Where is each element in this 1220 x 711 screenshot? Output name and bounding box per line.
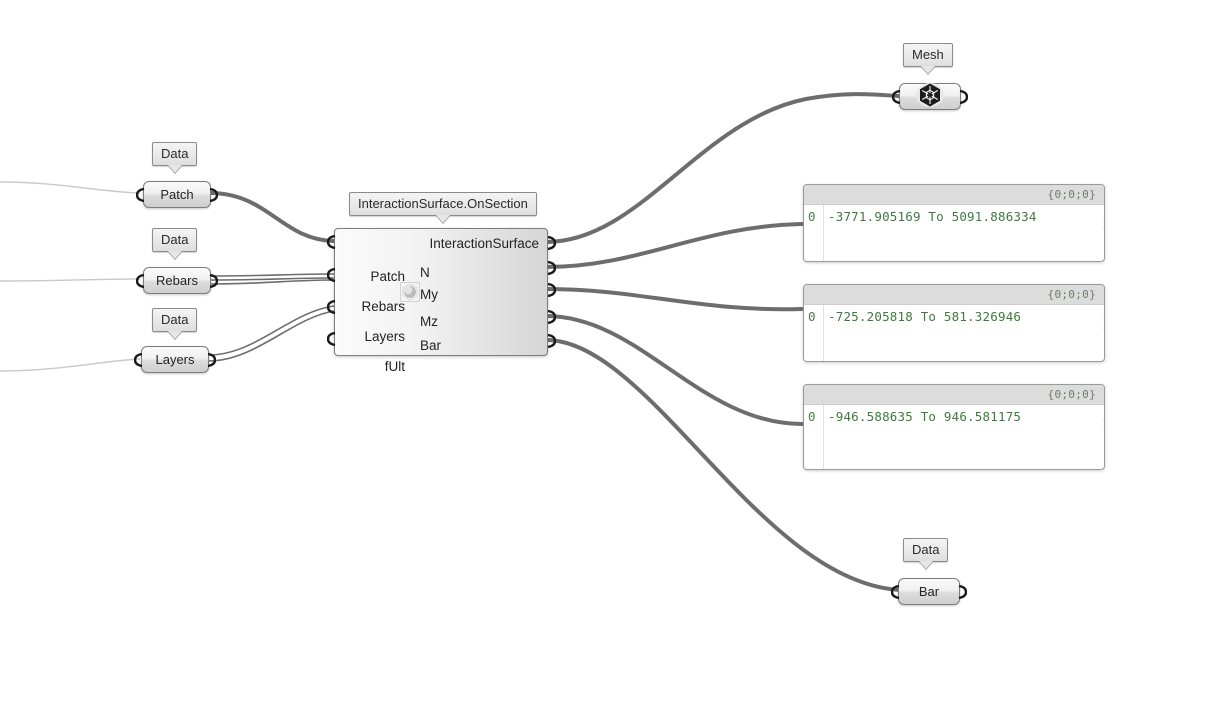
component-input-port-fult[interactable] xyxy=(326,331,336,347)
component-output-label-bar: Bar xyxy=(420,338,442,353)
output-panel-my[interactable]: {0;0;0} 0 -725.205818 To 581.326946 xyxy=(803,284,1105,362)
balloon-component-name: InteractionSurface.OnSection xyxy=(349,192,537,223)
component-input-port-patch[interactable] xyxy=(326,234,336,250)
panel-row-index: 0 xyxy=(808,209,816,224)
balloon-mesh: Mesh xyxy=(903,43,953,74)
component-name-label: InteractionSurface.OnSection xyxy=(358,196,528,211)
output-port-mesh[interactable] xyxy=(959,89,968,104)
input-port-panel-mz[interactable] xyxy=(804,418,805,432)
component-output-label-mz: Mz xyxy=(420,314,438,329)
mesh-hexagon-icon xyxy=(915,82,945,111)
component-interactionsurface-onsection[interactable]: Patch Rebars Layers fUlt InteractionSurf… xyxy=(326,228,557,373)
input-port-patch[interactable] xyxy=(136,187,145,202)
panel-row-text: -946.588635 To 946.581175 xyxy=(828,409,1022,424)
param-node-patch-label: Patch xyxy=(160,187,194,202)
component-input-port-layers[interactable] xyxy=(326,299,336,315)
component-input-label-rebars: Rebars xyxy=(361,299,405,314)
balloon-patch: Data xyxy=(152,142,198,173)
component-output-label-interactionsurface: InteractionSurface xyxy=(429,236,539,251)
output-port-rebars[interactable] xyxy=(209,273,218,288)
component-output-port-n[interactable] xyxy=(547,260,557,276)
balloon-tail-icon xyxy=(918,561,933,569)
balloon-rebars-label: Data xyxy=(161,232,189,247)
component-input-label-layers: Layers xyxy=(364,329,405,344)
output-port-patch[interactable] xyxy=(209,187,218,202)
input-port-rebars[interactable] xyxy=(136,273,145,288)
param-node-bar[interactable]: Bar xyxy=(891,578,967,605)
balloon-tail-icon xyxy=(167,331,182,339)
component-input-label-patch: Patch xyxy=(370,269,405,284)
input-port-bar[interactable] xyxy=(891,584,900,599)
balloon-tail-icon xyxy=(167,251,182,259)
balloon-layers-label: Data xyxy=(161,312,189,327)
input-port-mesh[interactable] xyxy=(892,89,901,104)
component-output-label-n: N xyxy=(420,265,430,280)
component-output-port-bar[interactable] xyxy=(547,333,557,349)
balloon-patch-label: Data xyxy=(161,146,189,161)
panel-body[interactable]: 0 -725.205818 To 581.326946 xyxy=(804,305,1104,361)
panel-row-index: 0 xyxy=(808,309,816,324)
param-node-layers-label: Layers xyxy=(155,352,195,367)
output-port-layers[interactable] xyxy=(207,352,216,367)
component-output-port-mz[interactable] xyxy=(547,309,557,325)
balloon-layers: Data xyxy=(152,308,198,339)
input-port-panel-my[interactable] xyxy=(804,316,805,330)
component-input-label-fult: fUlt xyxy=(384,359,405,374)
balloon-mesh-label: Mesh xyxy=(912,47,944,62)
balloon-tail-icon xyxy=(435,215,450,223)
panel-gutter xyxy=(804,305,824,361)
param-node-bar-label: Bar xyxy=(918,584,940,599)
balloon-tail-icon xyxy=(920,66,935,74)
panel-header: {0;0;0} xyxy=(804,285,1104,305)
panel-row-text: -3771.905169 To 5091.886334 xyxy=(828,209,1037,224)
panel-gutter xyxy=(804,205,824,261)
output-panel-mz[interactable]: {0;0;0} 0 -946.588635 To 946.581175 xyxy=(803,384,1105,470)
balloon-bar: Data xyxy=(903,538,949,569)
output-port-panel-my[interactable] xyxy=(1103,316,1104,330)
panel-gutter xyxy=(804,405,824,469)
output-port-panel-mz[interactable] xyxy=(1103,418,1104,432)
output-port-bar[interactable] xyxy=(958,584,967,599)
output-port-panel-n[interactable] xyxy=(1103,216,1104,230)
param-node-rebars[interactable]: Rebars xyxy=(136,267,218,294)
panel-header: {0;0;0} xyxy=(804,185,1104,205)
component-output-label-my: My xyxy=(420,287,438,302)
output-panel-n[interactable]: {0;0;0} 0 -3771.905169 To 5091.886334 xyxy=(803,184,1105,262)
input-port-layers[interactable] xyxy=(134,352,143,367)
param-node-layers[interactable]: Layers xyxy=(134,346,216,373)
panel-path-label: {0;0;0} xyxy=(1047,188,1096,201)
param-node-patch[interactable]: Patch xyxy=(136,181,218,208)
balloon-tail-icon xyxy=(167,165,182,173)
panel-body[interactable]: 0 -946.588635 To 946.581175 xyxy=(804,405,1104,469)
panel-row-text: -725.205818 To 581.326946 xyxy=(828,309,1022,324)
panel-path-label: {0;0;0} xyxy=(1047,288,1096,301)
component-output-port-interactionsurface[interactable] xyxy=(547,235,557,251)
balloon-bar-label: Data xyxy=(912,542,940,557)
component-output-port-my[interactable] xyxy=(547,282,557,298)
component-input-port-rebars[interactable] xyxy=(326,267,336,283)
balloon-rebars: Data xyxy=(152,228,198,259)
param-node-rebars-label: Rebars xyxy=(156,273,198,288)
panel-header: {0;0;0} xyxy=(804,385,1104,405)
sphere-solid-icon xyxy=(399,281,421,303)
panel-body[interactable]: 0 -3771.905169 To 5091.886334 xyxy=(804,205,1104,261)
panel-path-label: {0;0;0} xyxy=(1047,388,1096,401)
param-node-mesh[interactable] xyxy=(892,82,968,111)
input-port-panel-n[interactable] xyxy=(804,216,805,230)
panel-row-index: 0 xyxy=(808,409,816,424)
